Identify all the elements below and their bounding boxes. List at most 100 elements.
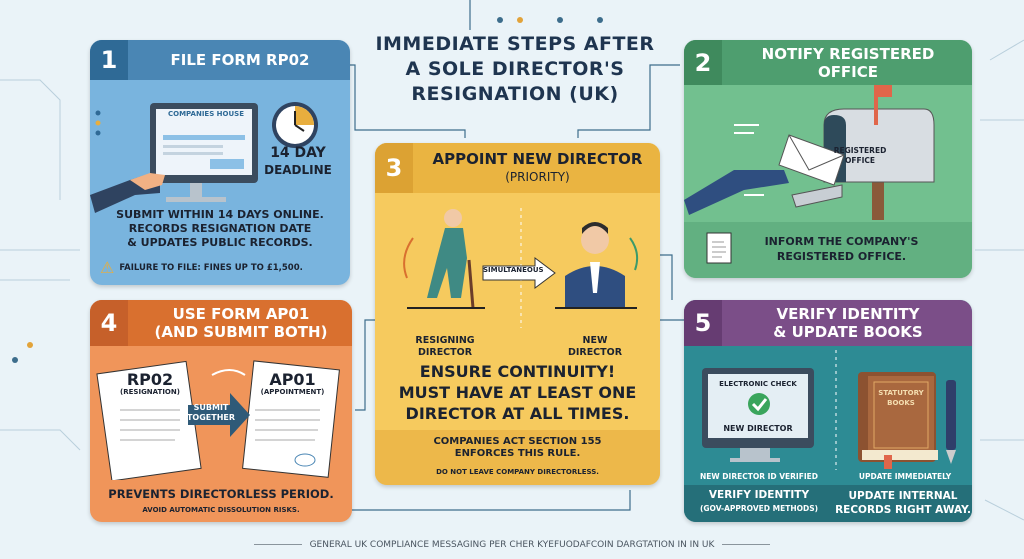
divider bbox=[253, 544, 302, 545]
mailbox-illustration bbox=[684, 85, 935, 220]
computer-illustration bbox=[90, 102, 318, 213]
title-line: RESIGNATION (UK) bbox=[411, 83, 619, 105]
screen-label: COMPANIES HOUSE bbox=[168, 110, 244, 118]
rp02-subtitle: (RESIGNATION) bbox=[120, 388, 180, 396]
step-5-footer: VERIFY IDENTITY (GOV-APPROVED METHODS) UP… bbox=[684, 485, 972, 522]
step-number: 4 bbox=[90, 300, 128, 346]
clock-icon bbox=[272, 102, 318, 148]
step-title: USE FORM AP01 bbox=[172, 305, 310, 323]
step-number: 2 bbox=[684, 40, 722, 85]
warning-row: ⚠ FAILURE TO FILE: FINES UP TO £1,500. bbox=[100, 258, 345, 277]
footer-line: ENFORCES THIS RULE. bbox=[454, 448, 581, 459]
simultaneous-label: SIMULTANEOUS bbox=[483, 266, 544, 274]
step-4-panel: 4 USE FORM AP01(AND SUBMIT BOTH) RP02 (R… bbox=[90, 300, 352, 522]
step-title: FILE FORM RP02 bbox=[170, 51, 310, 69]
message-line: DIRECTOR AT ALL TIMES. bbox=[405, 404, 630, 423]
body-line: RECORDS RESIGNATION DATE bbox=[128, 222, 312, 235]
body-line: REGISTERED OFFICE. bbox=[776, 250, 907, 263]
label-line: RESIGNING bbox=[415, 335, 475, 346]
verify-illustration bbox=[702, 350, 956, 470]
deadline-line: 14 DAY bbox=[270, 145, 326, 161]
deadline-line: DEADLINE bbox=[264, 163, 332, 177]
rp02-title: RP02 bbox=[126, 370, 174, 389]
step-2-footer: INFORM THE COMPANY'S REGISTERED OFFICE. bbox=[684, 222, 972, 278]
footer-note: DO NOT LEAVE COMPANY DIRECTORLESS. bbox=[436, 468, 599, 476]
step-title: OFFICE bbox=[817, 62, 879, 81]
step-5-header: 5 VERIFY IDENTITY& UPDATE BOOKS bbox=[684, 300, 972, 346]
resigning-director-icon bbox=[407, 209, 485, 309]
statutory-books-icon bbox=[858, 372, 938, 469]
step-5-panel: 5 VERIFY IDENTITY& UPDATE BOOKS ELECTRON… bbox=[684, 300, 972, 522]
step-number: 3 bbox=[375, 143, 413, 193]
ap01-subtitle: (APPOINTMENT) bbox=[260, 388, 325, 396]
step-4-note: AVOID AUTOMATIC DISSOLUTION RISKS. bbox=[142, 506, 300, 514]
step-4-header: 4 USE FORM AP01(AND SUBMIT BOTH) bbox=[90, 300, 352, 346]
message-line: MUST HAVE AT LEAST ONE bbox=[398, 383, 637, 402]
divider bbox=[722, 544, 771, 545]
step-4-body: PREVENTS DIRECTORLESS PERIOD. bbox=[108, 487, 334, 501]
footer-text: GENERAL UK COMPLIANCE MESSAGING PER CHER… bbox=[309, 540, 715, 550]
footer-line: (GOV-APPROVED METHODS) bbox=[699, 504, 819, 513]
title-line: A SOLE DIRECTOR'S bbox=[405, 58, 625, 80]
label-line: STATUTORY bbox=[878, 389, 924, 397]
step-3-header: 3 APPOINT NEW DIRECTOR (PRIORITY) bbox=[375, 143, 660, 193]
label-line: DIRECTOR bbox=[417, 347, 473, 358]
submit-arrow-icon bbox=[188, 393, 250, 437]
step-3-panel: 3 APPOINT NEW DIRECTOR (PRIORITY) SIMULTA… bbox=[375, 143, 660, 485]
label-line: TOGETHER bbox=[186, 413, 236, 422]
step-subtitle: (AND SUBMIT BOTH) bbox=[154, 323, 328, 341]
monitor-icon bbox=[702, 368, 814, 462]
footer-line: COMPANIES ACT SECTION 155 bbox=[433, 436, 602, 447]
directors-illustration bbox=[403, 208, 639, 328]
step-subtitle: (PRIORITY) bbox=[505, 170, 570, 184]
forms-illustration bbox=[96, 360, 340, 480]
body-line: SUBMIT WITHIN 14 DAYS ONLINE. bbox=[116, 208, 324, 221]
warning-text: FAILURE TO FILE: FINES UP TO £1,500. bbox=[119, 262, 303, 273]
hand-icon bbox=[684, 170, 789, 215]
body-line: & UPDATES PUBLIC RECORDS. bbox=[127, 236, 313, 249]
document-icon bbox=[706, 232, 732, 264]
update-caption: UPDATE IMMEDIATELY bbox=[858, 472, 952, 481]
step-1-panel: 1 FILE FORM RP02 COMPANIES HOUSE 14 DAY D… bbox=[90, 40, 350, 285]
page-title: IMMEDIATE STEPS AFTER A SOLE DIRECTOR'S … bbox=[365, 32, 665, 107]
label-line: NEW bbox=[582, 335, 608, 346]
step-number: 1 bbox=[90, 40, 128, 80]
screen-top-label: ELECTRONIC CHECK bbox=[719, 380, 797, 388]
checkmark-icon bbox=[748, 393, 770, 415]
message-line: ENSURE CONTINUITY! bbox=[419, 362, 616, 381]
pen-icon bbox=[946, 380, 956, 464]
footer-line: VERIFY IDENTITY bbox=[708, 489, 810, 501]
envelope-icon bbox=[778, 134, 845, 186]
screen-bottom-label: NEW DIRECTOR bbox=[723, 424, 793, 433]
footer-line: UPDATE INTERNAL bbox=[848, 490, 958, 502]
id-verified-caption: NEW DIRECTOR ID VERIFIED bbox=[700, 472, 818, 481]
step-1-body: SUBMIT WITHIN 14 DAYS ONLINE.RECORDS RES… bbox=[90, 208, 350, 250]
step-title: NOTIFY REGISTERED bbox=[761, 44, 935, 63]
body-line: INFORM THE COMPANY'S bbox=[764, 235, 919, 248]
footer: GENERAL UK COMPLIANCE MESSAGING PER CHER… bbox=[0, 540, 1024, 550]
title-line: IMMEDIATE STEPS AFTER bbox=[375, 33, 655, 55]
book-label: STATUTORY BOOKS bbox=[874, 388, 928, 408]
step-1-header: 1 FILE FORM RP02 bbox=[90, 40, 350, 80]
label-line: DIRECTOR bbox=[567, 347, 623, 358]
step-title: VERIFY IDENTITY bbox=[776, 305, 920, 323]
new-director-icon bbox=[555, 222, 637, 309]
step-title: APPOINT NEW DIRECTOR bbox=[432, 150, 643, 168]
step-title: & UPDATE BOOKS bbox=[773, 323, 923, 341]
warning-icon: ⚠ bbox=[100, 258, 115, 277]
continuity-message: ENSURE CONTINUITY! MUST HAVE AT LEAST ONE… bbox=[375, 361, 660, 424]
ap01-title: AP01 bbox=[269, 370, 316, 389]
footer-line: RECORDS RIGHT AWAY. bbox=[835, 504, 971, 516]
step-number: 5 bbox=[684, 300, 722, 346]
label-line: SUBMIT bbox=[193, 403, 229, 412]
label-line: BOOKS bbox=[887, 399, 915, 407]
label-line: REGISTERED bbox=[833, 146, 887, 155]
